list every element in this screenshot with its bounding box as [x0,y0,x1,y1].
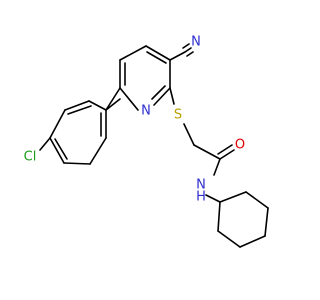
amide-nitrogen-label: N [196,178,206,193]
bond [193,144,221,160]
nitrile-nitrogen-label: N [191,35,201,50]
bond [182,43,190,49]
oxygen-label: O [235,138,245,153]
cyclohexyl-ring [217,191,269,248]
chlorophenyl-ring [39,100,107,165]
bond [119,45,147,61]
pyridine-nitrogen-label: N [141,104,151,119]
bond [146,51,167,64]
bond [217,230,241,248]
bond [153,87,171,106]
atom-labels: N N S O N H Cl [24,35,245,205]
nitrile-group [169,43,194,61]
bond [89,137,107,165]
bond-to-chlorine [39,137,51,151]
bond-to-sulfur [169,87,175,105]
bond-to-nh [213,158,221,176]
bond [88,100,107,111]
sulfur-label: S [174,108,182,123]
bond-carbonyl [219,149,235,160]
bond [145,45,171,61]
bond [49,137,65,164]
bond [54,138,68,160]
pyridine-ring [105,45,171,111]
bond [151,85,166,100]
bond [64,100,90,111]
bond [245,191,269,209]
bond [239,235,266,248]
bond [217,201,221,232]
bond [219,191,247,203]
bond [264,207,269,237]
bond [105,87,121,111]
bond [169,51,186,61]
bond-nh-cyclohexyl [205,194,221,203]
bond [49,109,66,139]
bond-carbonyl [217,144,233,155]
bond-aryl-pyridine [105,98,121,111]
bond [67,105,92,115]
bond-sulfur-ch2 [183,123,195,146]
bond [119,87,139,111]
bond [186,51,194,57]
amide-hydrogen-label: H [196,190,206,205]
molecule-structure-diagram: N N S O N H Cl [24,35,269,248]
bond [63,162,91,165]
chlorine-label: Cl [24,150,37,165]
bond [184,47,192,53]
side-chain [169,87,235,203]
